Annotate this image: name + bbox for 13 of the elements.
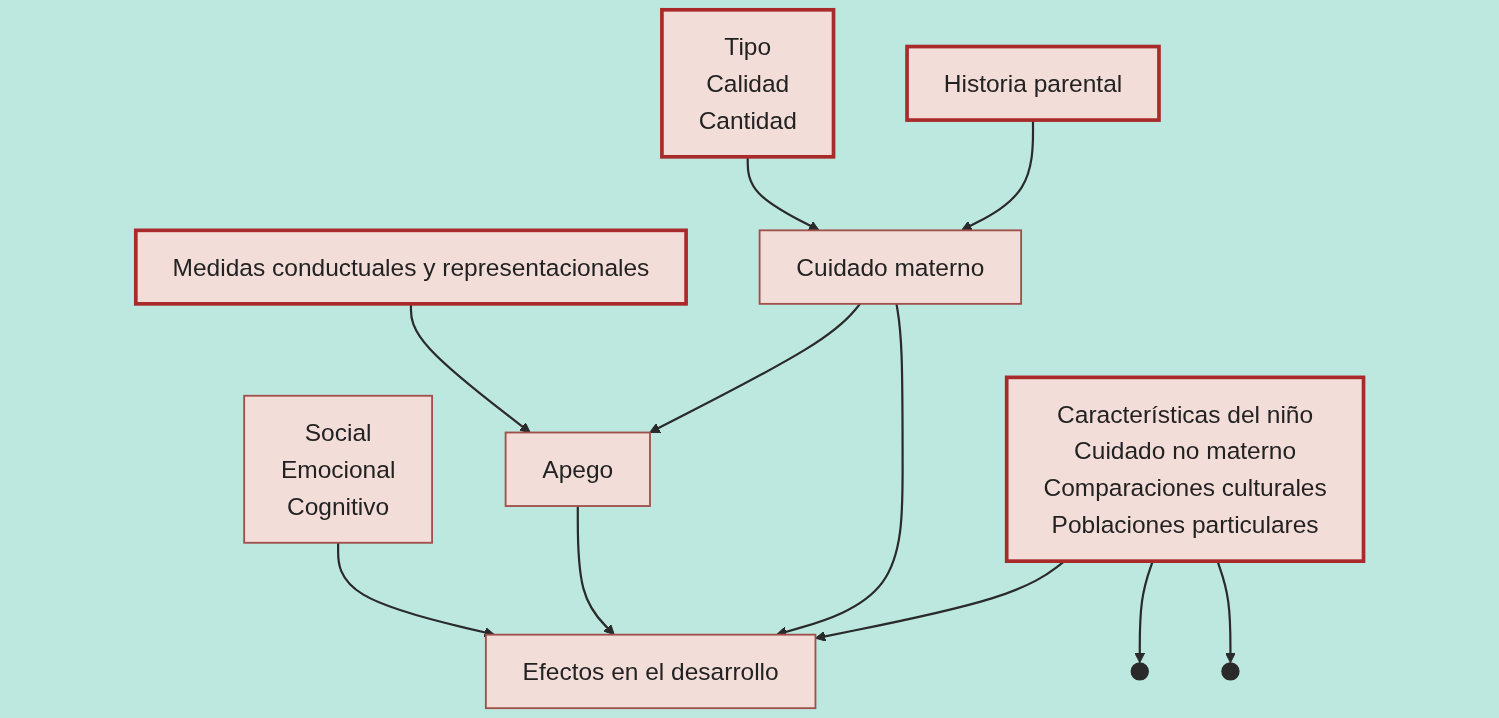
node-box: Características del niño Cuidado no materno Comparaciones culturales Poblaciones particulares <box>1004 375 1366 563</box>
node-box: Apego <box>504 431 651 507</box>
node-box: Social Emocional Cognitivo <box>243 394 433 544</box>
arrow <box>961 120 1034 231</box>
arrow <box>409 303 531 433</box>
node-box: Tipo Calidad Cantidad <box>659 7 836 159</box>
arrow <box>746 156 820 231</box>
node-box: Efectos en el desarrollo <box>484 633 817 710</box>
node-box: Cuidado materno <box>758 229 1022 305</box>
node-box: Medidas conductuales y representacionales <box>133 228 688 306</box>
arrow <box>576 506 615 636</box>
node-box: Historia parental <box>905 44 1161 122</box>
arrow <box>649 303 861 433</box>
